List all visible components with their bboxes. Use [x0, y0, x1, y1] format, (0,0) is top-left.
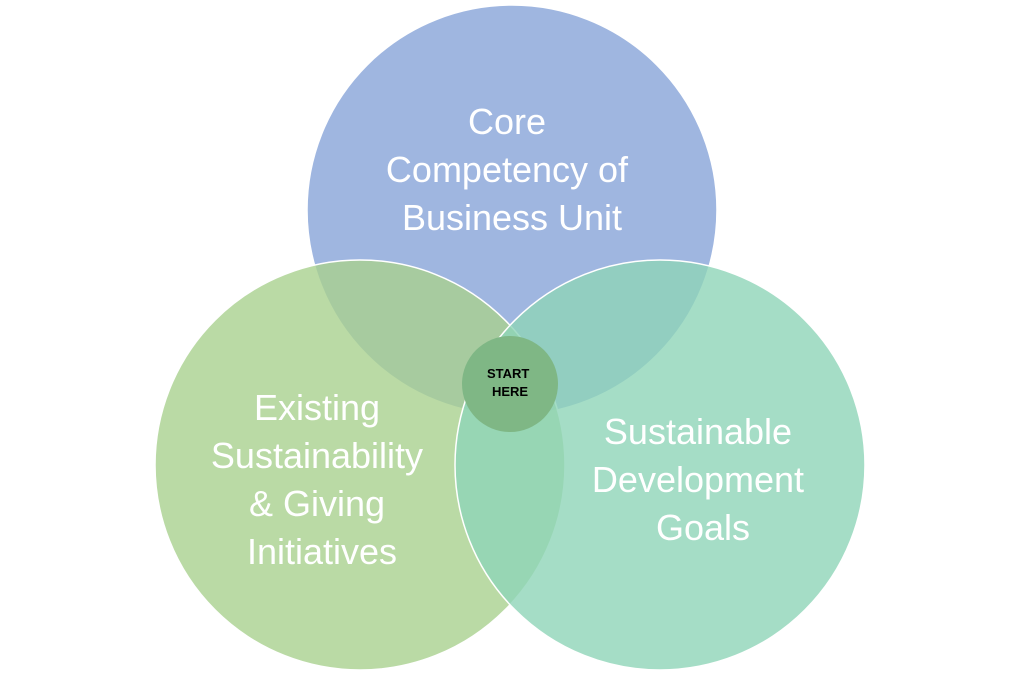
- existing-initiatives-label: Existing Sustainability & Giving Initiat…: [211, 387, 433, 572]
- venn-circles: [154, 4, 866, 671]
- core-competency-label: Core Competency of Business Unit: [386, 101, 638, 238]
- sdg-line-2: Development: [592, 459, 804, 500]
- center-start-here-circle: [462, 336, 558, 432]
- existing-line-2: Sustainability: [211, 435, 423, 476]
- existing-line-4: Initiatives: [247, 531, 397, 572]
- sustainable-development-goals-label: Sustainable Development Goals: [592, 411, 814, 548]
- sdg-line-3: Goals: [656, 507, 750, 548]
- circle-sustainable-development-goals: [454, 259, 866, 671]
- start-here-label: START HERE: [487, 366, 533, 399]
- core-line-3: Business Unit: [402, 197, 622, 238]
- core-line-1: Core: [468, 101, 546, 142]
- existing-line-3: & Giving: [249, 483, 385, 524]
- sdg-line-1: Sustainable: [604, 411, 792, 452]
- existing-line-1: Existing: [254, 387, 380, 428]
- start-here-line-2: HERE: [492, 384, 528, 399]
- core-line-2: Competency of: [386, 149, 629, 190]
- start-here-line-1: START: [487, 366, 529, 381]
